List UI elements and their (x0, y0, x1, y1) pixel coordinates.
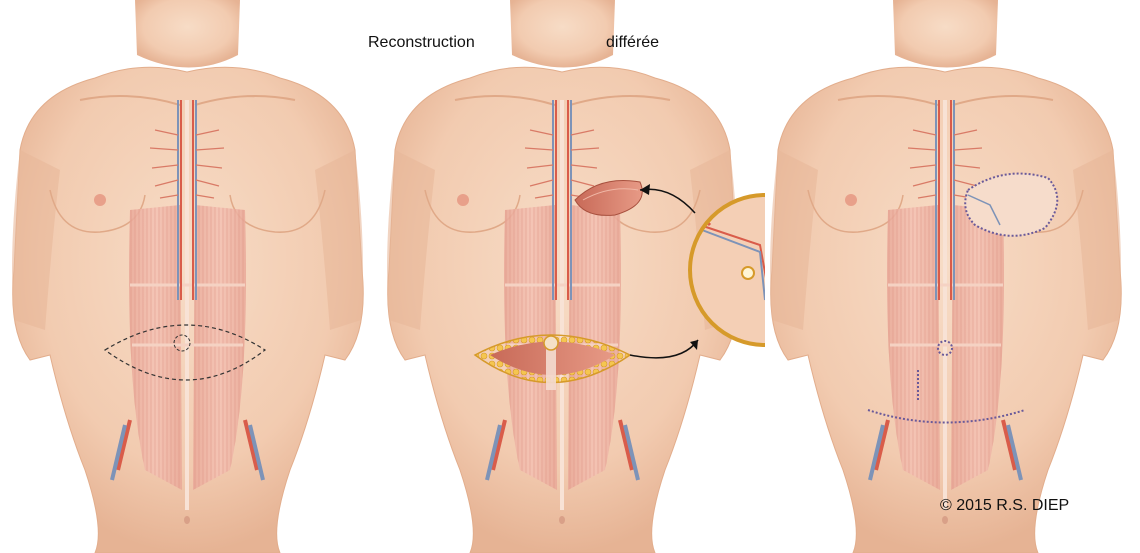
nipple-left-1 (94, 194, 106, 206)
nipple-left-3 (845, 194, 857, 206)
torso-panel-1 (10, 0, 366, 553)
title-differee: différée (606, 34, 660, 51)
flap-outline (103, 324, 267, 381)
umbilicus-outline (173, 334, 191, 352)
torso-panel-3 (768, 0, 1124, 553)
copyright-notice: © 2015 R.S. DIEP (940, 497, 1070, 514)
nipple-left-2 (457, 194, 469, 206)
reconstructed-breast (964, 172, 1059, 237)
title-reconstruction: Reconstruction (368, 34, 475, 51)
abdominal-scar (867, 409, 1026, 424)
umbilicus-suture (937, 340, 953, 356)
